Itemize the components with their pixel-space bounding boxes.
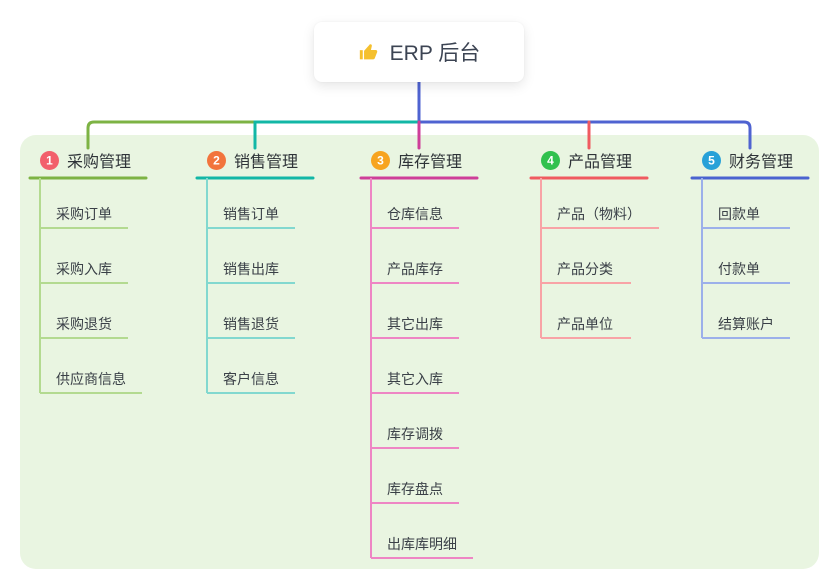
child-node-receipt-bill[interactable]: 回款单 [718,206,760,222]
child-node-supplier-info[interactable]: 供应商信息 [56,371,126,387]
root-title: ERP 后台 [389,42,481,65]
badge-number: 4 [547,153,554,167]
child-node-outbound-detail[interactable]: 出库库明细 [387,536,457,552]
branch1-number-badge: 1 [40,150,59,170]
badge-circle [371,150,390,170]
child-node-sales-outbound[interactable]: 销售出库 [223,261,279,277]
thumbs-up-icon [359,44,377,60]
branch3-number-badge: 3 [371,150,390,170]
badge-number: 1 [46,153,53,167]
child-node-purchase-inbound[interactable]: 采购入库 [56,261,112,277]
child-node-product-category[interactable]: 产品分类 [557,261,613,277]
badge-circle [40,150,59,170]
child-node-payment-bill[interactable]: 付款单 [718,261,760,277]
branch4-number-badge: 4 [541,150,560,170]
badge-circle [207,150,226,170]
child-node-product-stock[interactable]: 产品库存 [387,261,443,277]
child-node-stock-transfer[interactable]: 库存调拨 [387,426,443,442]
branch5-number-badge: 5 [702,150,721,170]
child-node-other-outbound[interactable]: 其它出库 [387,316,443,332]
badge-number: 2 [213,153,220,167]
child-node-warehouse-info[interactable]: 仓库信息 [387,206,443,222]
branch-label: 产品管理 [568,154,633,171]
branch-label: 采购管理 [67,154,132,171]
child-node-product-unit[interactable]: 产品单位 [557,316,613,332]
child-node-purchase-return[interactable]: 采购退货 [56,316,112,332]
child-node-customer-info[interactable]: 客户信息 [223,371,279,387]
branch-node-finance-management[interactable]: 5 财务管理 [692,147,793,173]
badge-circle [541,150,560,170]
child-node-sales-return[interactable]: 销售退货 [223,316,279,332]
child-node-other-inbound[interactable]: 其它入库 [387,371,443,387]
child-node-purchase-order[interactable]: 采购订单 [56,206,112,222]
root-node[interactable]: ERP 后台 [314,22,524,82]
badge-circle [702,150,721,170]
branch-node-sales-management[interactable]: 2 销售管理 [197,147,298,173]
branch-node-inventory-management[interactable]: 3 库存管理 [361,147,462,173]
mindmap-canvas [20,135,819,569]
branch-label: 库存管理 [398,154,463,171]
child-node-product-material[interactable]: 产品（物料） [557,206,641,222]
child-node-sales-order[interactable]: 销售订单 [223,206,279,222]
branch-label: 财务管理 [729,154,794,171]
branch-node-product-management[interactable]: 4 产品管理 [531,147,632,173]
badge-number: 3 [377,153,384,167]
child-node-stock-taking[interactable]: 库存盘点 [387,481,443,497]
branch-node-purchase-management[interactable]: 1 采购管理 [30,147,131,173]
badge-number: 5 [708,153,715,167]
branch-label: 销售管理 [234,154,299,171]
branch2-number-badge: 2 [207,150,226,170]
child-node-settle-account[interactable]: 结算账户 [718,316,774,332]
